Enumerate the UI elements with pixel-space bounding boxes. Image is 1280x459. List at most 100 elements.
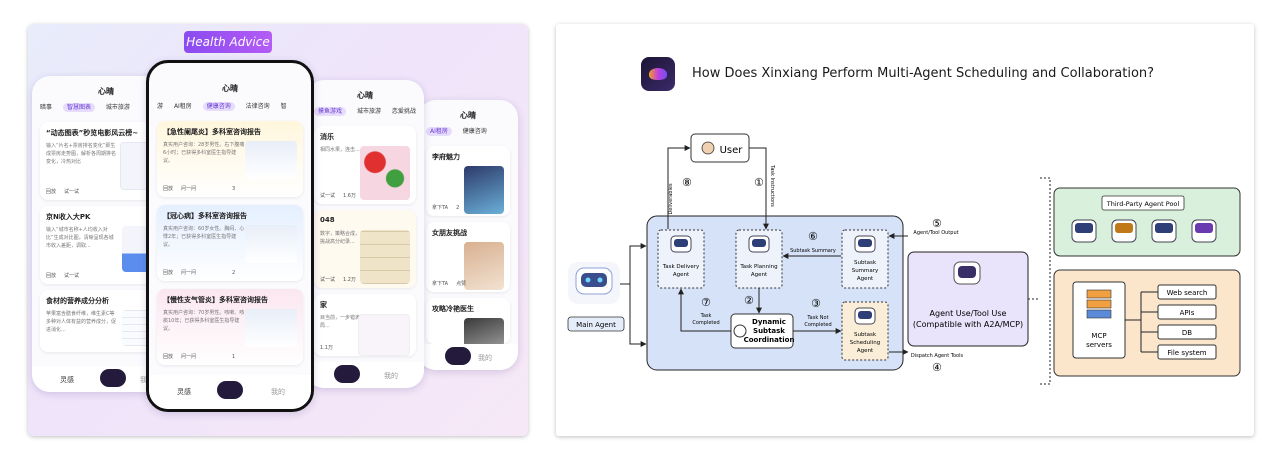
web-search-tool: [1157, 284, 1217, 300]
dynamic-label-1: Dynamic: [752, 318, 786, 326]
dynamic-label-3: Coordination: [744, 336, 795, 344]
action-link[interactable]: 试一试: [320, 193, 336, 199]
card-title: 048: [320, 216, 335, 224]
list-item[interactable]: 攻略冷艳医生: [426, 298, 510, 344]
ask-link[interactable]: 问一问: [181, 354, 197, 360]
phone-title: 心晴: [357, 91, 373, 100]
like-count[interactable]: 1.1万: [320, 345, 333, 351]
tab-love-challenge[interactable]: 恋爱挑战: [391, 108, 416, 115]
home-logo-button[interactable]: [100, 369, 127, 387]
phone-title: 心晴: [98, 87, 114, 96]
nav-mine[interactable]: 我的: [271, 388, 285, 396]
ask-link[interactable]: 问一问: [181, 270, 197, 276]
nav-inspiration[interactable]: 灵感: [177, 388, 191, 396]
action-link[interactable]: 拿下TA: [432, 205, 449, 211]
like-count[interactable]: 1.6万: [343, 193, 356, 199]
nav-mine[interactable]: 我的: [478, 354, 492, 362]
step-1: ①: [754, 176, 764, 189]
replay-link[interactable]: 回放: [46, 273, 57, 279]
card-description: 输入“片名+票房排名变化”即生成票房走势图，解析各周期排名变化，冷热对比: [46, 143, 117, 165]
task-planning-agent: Task Planning Agent: [735, 229, 783, 289]
subtask-summary-label-3: Agent: [857, 276, 874, 282]
third-party-pool-label: Third-Party Agent Pool: [1106, 200, 1180, 208]
list-item[interactable]: 【慢性支气管炎】多科室咨询报告 真实用户咨询：70岁男性。咳嗽、咳痰10年；已获…: [157, 289, 303, 365]
action-link[interactable]: 试一试: [320, 277, 336, 283]
doctors-image: [245, 141, 297, 179]
like-count[interactable]: 2: [456, 205, 460, 211]
list-item[interactable]: 家 目当前，一步错满局... 1.1万: [314, 294, 416, 356]
try-link[interactable]: 试一试: [64, 273, 80, 279]
db-tool: [1157, 324, 1217, 340]
tab-ai-rent[interactable]: AI租房: [173, 103, 192, 110]
step-8: ⑧: [682, 176, 692, 189]
step-2: ②: [744, 294, 754, 307]
main-to-core-arrow-2: [629, 284, 647, 347]
like-count[interactable]: 点赞: [456, 281, 467, 287]
task-not-completed-label-2: Completed: [804, 322, 831, 328]
task-delivery-label-2: Agent: [673, 272, 690, 278]
replay-link[interactable]: 回放: [163, 270, 174, 276]
user-node: User: [690, 133, 750, 163]
step-4: ④: [932, 361, 942, 374]
card-description: 苹果富含膳食纤维，维生素C等多种对人体有益的营养成分，促进消化...: [46, 311, 117, 333]
list-item[interactable]: 【急性阑尾炎】多科室咨询报告 真实用户咨询：28岁男性。右下腹痛6小时；已获得多…: [157, 121, 303, 197]
ask-link[interactable]: 问一问: [181, 186, 197, 192]
step-7: ⑦: [701, 296, 711, 309]
home-logo-button[interactable]: [334, 365, 361, 383]
file-system-tool: [1157, 344, 1217, 360]
like-count[interactable]: 1.2万: [343, 277, 356, 283]
card-title: 攻略冷艳医生: [432, 305, 474, 313]
tab-city-travel[interactable]: 城市旅游: [105, 104, 130, 111]
tab-health[interactable]: 健康咨询: [462, 128, 487, 135]
step-6: ⑥: [808, 230, 818, 243]
home-logo-button[interactable]: [445, 347, 471, 365]
agent-scheduling-diagram: User Main Agent Task Delivery Agent Task…: [567, 133, 1241, 385]
mcp-servers-label-2: servers: [1086, 341, 1112, 349]
like-count[interactable]: 2: [232, 270, 236, 276]
resources-bracket: [1040, 177, 1051, 385]
replay-link[interactable]: 回放: [163, 354, 174, 360]
tab-ai-rent[interactable]: AI租房: [426, 127, 452, 136]
nav-inspiration[interactable]: 灵感: [60, 376, 74, 384]
user-to-planning-arrow: [749, 147, 769, 230]
tab-health-consult[interactable]: 健康咨询: [202, 102, 235, 111]
third-party-agent-pool: Third-Party Agent Pool: [1053, 187, 1241, 257]
try-link[interactable]: 试一试: [64, 189, 80, 195]
task-planning-label-2: Agent: [751, 272, 768, 278]
card-description: 真实用户咨询：28岁男性。右下腹痛6小时；已获得多科室医生指导建议。: [163, 142, 245, 164]
tab-fish-games[interactable]: 摸鱼游戏: [314, 107, 347, 116]
replay-link[interactable]: 回放: [163, 186, 174, 192]
agent-tool-output-label: Agent/Tool Output: [913, 230, 958, 236]
fruit-game-image: [360, 146, 410, 200]
action-link[interactable]: 拿下TA: [432, 281, 449, 287]
nav-mine[interactable]: 我的: [384, 372, 398, 380]
subtask-scheduling-label-2: Scheduling: [850, 340, 880, 346]
tab-smart-charts[interactable]: 智慧图表: [62, 103, 95, 112]
tab-more[interactable]: 智: [280, 103, 287, 110]
list-item[interactable]: 【冠心病】多科室咨询报告 真实用户咨询：60岁女性。胸闷、心悸2年；已获得多科室…: [157, 205, 303, 281]
user-label: User: [720, 145, 744, 156]
main-agent-node: Main Agent: [567, 262, 625, 332]
subtask-summary-label-2: Summary: [852, 268, 879, 274]
svg-text:DB: DB: [1182, 329, 1192, 337]
card-title: 【冠心病】多科室咨询报告: [163, 212, 247, 220]
tab-city-travel[interactable]: 城市旅游: [356, 108, 381, 115]
health-advice-badge: Health Advice: [184, 31, 272, 53]
step-5: ⑤: [932, 217, 942, 230]
card-description: 真实用户咨询：60岁女性。胸闷、心悸2年；已获得多科室医生指导建议。: [163, 226, 245, 248]
puzzle-game-image: [358, 314, 410, 356]
like-count[interactable]: 3: [232, 186, 236, 192]
dynamic-label-2: Subtask: [753, 327, 785, 335]
tab-stories[interactable]: 暗事: [40, 104, 53, 111]
home-logo-button[interactable]: [217, 381, 243, 399]
replay-link[interactable]: 回放: [46, 189, 57, 195]
tab-legal-consult[interactable]: 法律咨询: [245, 103, 270, 110]
tab-travel[interactable]: 游: [157, 103, 164, 110]
like-count[interactable]: 1: [232, 354, 236, 360]
svg-text:Web search: Web search: [1167, 289, 1208, 297]
